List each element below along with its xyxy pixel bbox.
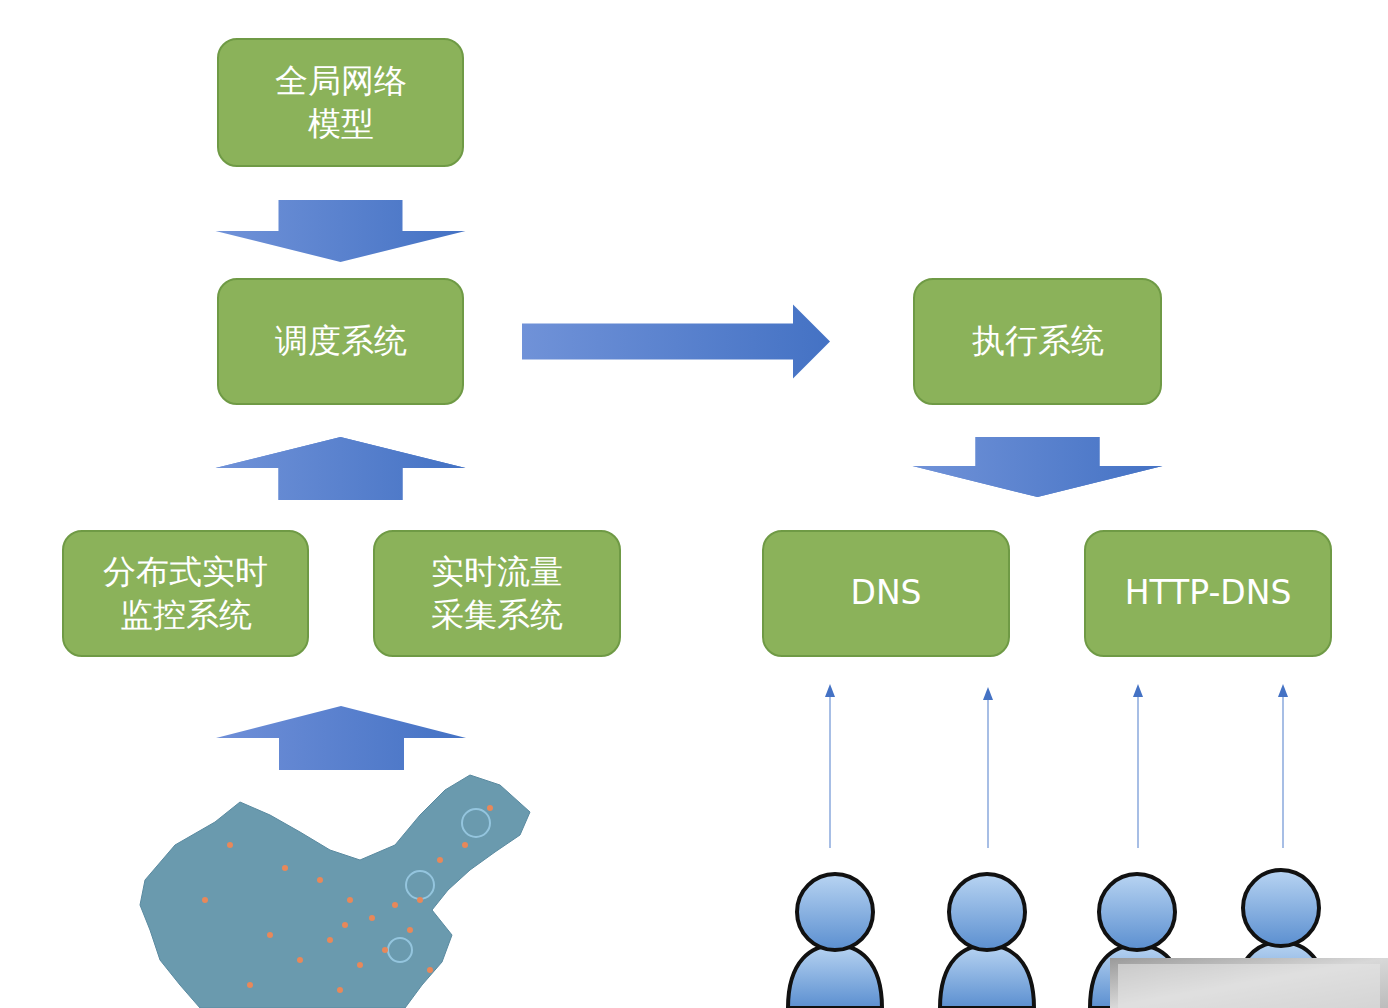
- node-label: HTTP-DNS: [1125, 572, 1292, 615]
- block-arrow: [216, 200, 466, 262]
- process-box: HTTP-DNS: [1084, 530, 1332, 657]
- node-label: 执行系统: [972, 320, 1104, 363]
- process-box: 执行系统: [913, 278, 1162, 405]
- node-label: 分布式实时 监控系统: [96, 551, 274, 637]
- node-label: DNS: [850, 572, 921, 615]
- node-label: 实时流量 采集系统: [424, 551, 569, 637]
- node-label: 调度系统: [275, 320, 407, 363]
- node-label: 全局网络 模型: [268, 60, 413, 146]
- process-box: 调度系统: [217, 278, 464, 405]
- china-map: [140, 775, 530, 1008]
- process-box: 实时流量 采集系统: [373, 530, 621, 657]
- request-arrows: [825, 684, 1288, 848]
- block-arrow: [216, 437, 466, 500]
- block-arrow: [216, 437, 466, 500]
- block-arrow: [913, 437, 1163, 497]
- block-arrow: [913, 437, 1163, 497]
- map-arrow: [216, 706, 466, 770]
- process-box: 全局网络 模型: [217, 38, 464, 167]
- process-box: DNS: [762, 530, 1010, 657]
- block-arrow: [522, 305, 830, 379]
- photo-overlay: [1110, 958, 1388, 1008]
- process-box: 分布式实时 监控系统: [62, 530, 309, 657]
